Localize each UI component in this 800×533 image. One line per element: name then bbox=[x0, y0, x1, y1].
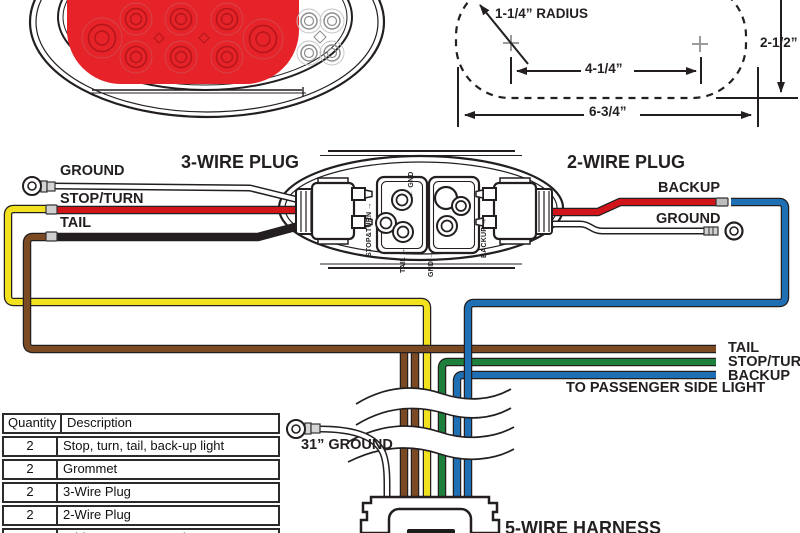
pin-label-gnd-top: ← GND bbox=[408, 171, 415, 198]
splice-tips bbox=[45, 197, 729, 242]
col-quantity: Quantity bbox=[4, 415, 62, 432]
label-31-ground: 31” GROUND bbox=[301, 437, 393, 453]
wires bbox=[3, 182, 790, 498]
col-description: Description bbox=[67, 415, 133, 430]
table-row: 1 Wiring Harness, 5-Wire bbox=[2, 528, 280, 533]
ring-terminal-right bbox=[703, 221, 744, 241]
break-symbol bbox=[347, 387, 515, 463]
label-out-stop-turn: STOP/TURN bbox=[728, 354, 800, 370]
receptacle-2pin bbox=[427, 175, 481, 255]
pin-label-backup: BACKUP → bbox=[481, 217, 488, 258]
three-wire-plug-graphic bbox=[295, 177, 373, 245]
label-passenger-note: TO PASSENGER SIDE LIGHT bbox=[566, 380, 766, 396]
parts-table-header: Quantity Description bbox=[2, 413, 280, 434]
pin-label-gnd-bottom: GND → bbox=[428, 251, 435, 278]
label-3-wire-plug: 3-WIRE PLUG bbox=[181, 152, 300, 172]
table-row: 2 2-Wire Plug bbox=[2, 505, 280, 526]
two-wire-plug-graphic bbox=[475, 177, 553, 245]
label-ground-right: GROUND bbox=[656, 211, 721, 227]
label-2-wire-plug: 2-WIRE PLUG bbox=[567, 152, 686, 172]
table-row: 2 Stop, turn, tail, back-up light bbox=[2, 436, 280, 457]
label-backup-right: BACKUP bbox=[658, 180, 721, 196]
dim-radius: 1-1/4” RADIUS bbox=[495, 6, 589, 21]
label-tail-left: TAIL bbox=[60, 215, 92, 231]
label-out-backup: BACKUP bbox=[728, 368, 791, 384]
mounting-template bbox=[454, 0, 798, 127]
table-row: 2 Grommet bbox=[2, 459, 280, 480]
ring-terminal-left bbox=[22, 176, 56, 196]
label-stop-turn-left: STOP/TURN bbox=[60, 191, 144, 207]
oval-light-front bbox=[28, 0, 386, 119]
parts-table: Quantity Description 2 Stop, turn, tail,… bbox=[2, 413, 280, 533]
label-out-tail: TAIL bbox=[728, 340, 760, 356]
pin-label-stop-turn: STOP&TURN → bbox=[366, 202, 373, 257]
receptacle-3pin bbox=[375, 175, 429, 255]
harness-connector bbox=[359, 495, 501, 533]
label-ground-left: GROUND bbox=[60, 163, 125, 179]
pin-label-tail: TAIL → bbox=[400, 247, 407, 273]
dim-overall-width: 6-3/4” bbox=[589, 104, 627, 119]
dim-center-distance: 4-1/4” bbox=[585, 61, 623, 76]
label-5-wire-harness: 5-WIRE HARNESS bbox=[505, 518, 662, 533]
ground-lead-31 bbox=[286, 419, 391, 498]
dim-height: 2-1/2” bbox=[760, 35, 798, 50]
table-row: 2 3-Wire Plug bbox=[2, 482, 280, 503]
